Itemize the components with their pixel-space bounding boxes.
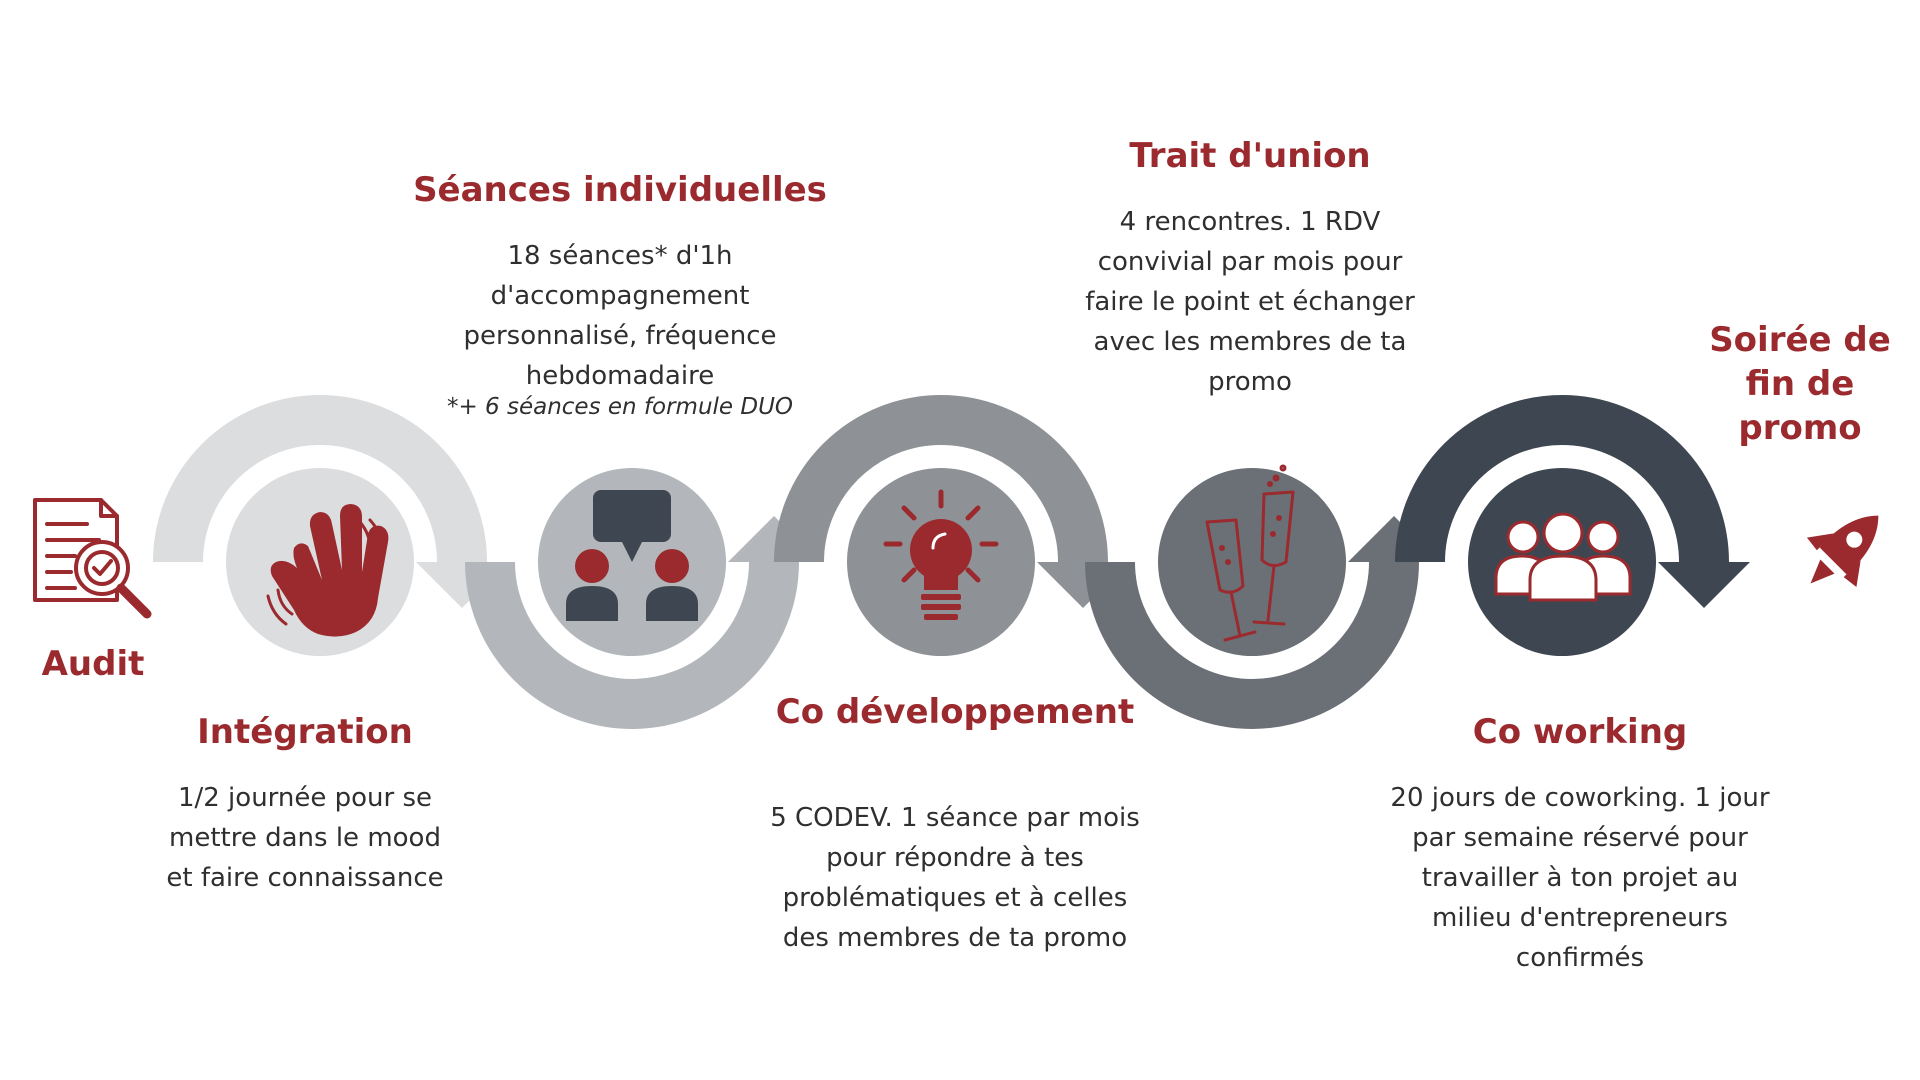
trait-union-description: 4 rencontres. 1 RDV convivial par mois p… [1085, 207, 1415, 397]
arc-1 [153, 395, 487, 563]
arcs-layer [153, 395, 1750, 729]
codev-description: 5 CODEV. 1 séance par mois pour répondre… [770, 803, 1140, 953]
step-circle-4 [1158, 468, 1346, 656]
two-people-speech-bubble-icon [566, 490, 698, 621]
rocket-icon [1806, 515, 1879, 588]
coworking-title: Co working [1472, 712, 1688, 752]
audit-title: Audit [41, 644, 145, 684]
icons-layer [33, 464, 1879, 642]
arc-4 [1085, 561, 1419, 729]
seances-description: 18 séances* d'1h d'accompagnement person… [463, 241, 777, 391]
trait-union-title: Trait d'union [1129, 136, 1371, 176]
arc-2 [465, 561, 799, 729]
arc-3 [774, 395, 1108, 563]
champagne-glasses-icon [1205, 464, 1295, 642]
coworking-description: 20 jours de coworking. 1 jour par semain… [1390, 783, 1770, 973]
seances-title: Séances individuelles [413, 170, 827, 210]
waving-hand-icon [266, 504, 389, 637]
soiree-title: Soirée de fin de promo [1709, 320, 1891, 448]
seances-note: *+ 6 séances en formule DUO [446, 394, 794, 420]
arc-arrow-5 [1658, 562, 1750, 608]
integration-title: Intégration [197, 712, 413, 752]
integration-description: 1/2 journée pour se mettre dans le mood … [166, 783, 444, 893]
codev-title: Co développement [775, 692, 1135, 732]
lightbulb-icon [883, 489, 999, 620]
group-people-icon [1494, 512, 1632, 602]
audit-document-magnifier-icon [33, 498, 152, 619]
arc-5 [1395, 395, 1729, 563]
